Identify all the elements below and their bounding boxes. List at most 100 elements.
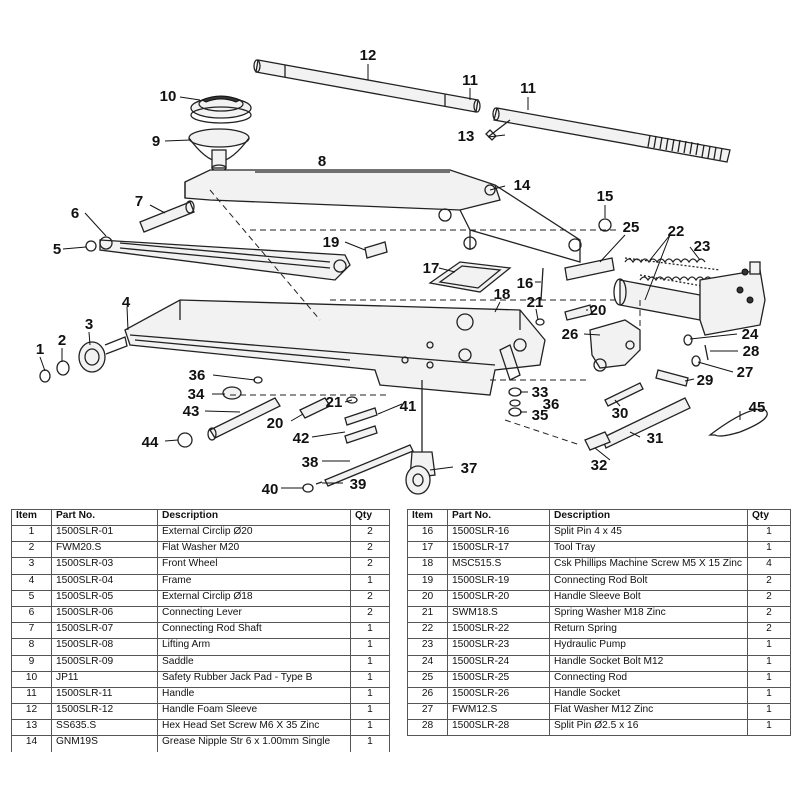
cell-part-no: 1500SLR-19 xyxy=(447,573,550,591)
cell-description: External Circlip Ø20 xyxy=(157,524,351,543)
cell-part-no: SWM18.S xyxy=(447,605,550,624)
cell-part-no: 1500SLR-26 xyxy=(447,686,550,705)
cell-description: Handle xyxy=(157,686,351,705)
callout-43: 43 xyxy=(183,403,200,420)
cell-item: 26 xyxy=(407,686,448,705)
cell-description: Grease Nipple Str 6 x 1.00mm Single xyxy=(157,735,351,753)
cell-qty: 2 xyxy=(747,589,791,607)
cell-qty: 1 xyxy=(350,719,390,737)
callout-11a: 11 xyxy=(462,72,478,89)
cell-qty: 1 xyxy=(350,703,390,721)
cell-description: Front Wheel xyxy=(157,557,351,575)
cell-part-no: 1500SLR-20 xyxy=(447,589,550,607)
cell-part-no: 1500SLR-04 xyxy=(51,573,158,591)
cell-item: 4 xyxy=(11,573,52,591)
table-header: Item Part No. Description Qty xyxy=(407,509,791,526)
callout-15: 15 xyxy=(597,188,614,205)
tool-tray xyxy=(428,261,512,293)
cell-part-no: 1500SLR-06 xyxy=(51,605,158,624)
callout-6: 6 xyxy=(71,205,79,222)
cell-qty: 1 xyxy=(350,622,390,640)
callout-labels: 12 11 11 10 9 13 8 14 15 7 6 5 19 25 22 … xyxy=(36,47,766,498)
cell-qty: 1 xyxy=(747,703,791,721)
callout-39: 39 xyxy=(350,476,367,493)
cell-description: Hex Head Set Screw M6 X 35 Zinc xyxy=(157,719,351,737)
cell-qty: 2 xyxy=(350,541,390,559)
cell-description: Lifting Arm xyxy=(157,638,351,656)
cell-item: 17 xyxy=(407,541,448,559)
cell-description: Hydraulic Pump xyxy=(549,638,748,656)
cell-description: Handle Sleeve Bolt xyxy=(549,589,748,607)
callout-42: 42 xyxy=(293,430,310,447)
cell-part-no: 1500SLR-09 xyxy=(51,654,158,672)
cell-description: Split Pin Ø2.5 x 16 xyxy=(549,719,748,737)
cell-description: Handle Socket xyxy=(549,686,748,705)
cell-part-no: 1500SLR-12 xyxy=(51,703,158,721)
cell-part-no: 1500SLR-03 xyxy=(51,557,158,575)
caster-wheel xyxy=(405,380,436,495)
callout-28: 28 xyxy=(743,343,760,360)
cell-part-no: 1500SLR-07 xyxy=(51,622,158,640)
cell-item: 2 xyxy=(11,541,52,559)
cell-item: 12 xyxy=(11,703,52,721)
header-qty: Qty xyxy=(350,509,390,526)
cell-qty: 1 xyxy=(747,541,791,559)
cell-qty: 2 xyxy=(747,605,791,624)
exploded-diagram: 12 11 11 10 9 13 8 14 15 7 6 5 19 25 22 … xyxy=(36,47,768,498)
cell-description: Frame xyxy=(157,573,351,591)
cell-item: 6 xyxy=(11,605,52,624)
callout-3: 3 xyxy=(85,316,93,333)
callout-7: 7 xyxy=(135,193,143,210)
cell-item: 27 xyxy=(407,703,448,721)
callout-23: 23 xyxy=(694,238,711,255)
callout-34: 34 xyxy=(188,386,205,403)
callout-24: 24 xyxy=(742,326,759,343)
cell-description: Csk Phillips Machine Screw M5 X 15 Zinc xyxy=(549,557,748,575)
front-wheel xyxy=(39,336,128,383)
callout-38: 38 xyxy=(302,454,319,471)
cell-description: Handle Socket Bolt M12 xyxy=(549,654,748,672)
cell-item: 13 xyxy=(11,719,52,737)
cell-qty: 2 xyxy=(350,524,390,543)
cell-qty: 1 xyxy=(747,719,791,737)
header-description: Description xyxy=(549,509,748,526)
callout-20b: 20 xyxy=(267,415,284,432)
cell-qty: 1 xyxy=(747,686,791,705)
cell-item: 28 xyxy=(407,719,448,737)
cell-description: Safety Rubber Jack Pad - Type B xyxy=(157,670,351,688)
cell-part-no: 1500SLR-16 xyxy=(447,524,550,543)
header-part-no: Part No. xyxy=(51,509,158,526)
cell-part-no: SS635.S xyxy=(51,719,158,737)
cell-item: 1 xyxy=(11,524,52,543)
cell-part-no: MSC515.S xyxy=(447,557,550,575)
cell-part-no: FWM12.S xyxy=(447,703,550,721)
callout-40: 40 xyxy=(262,481,279,498)
callout-21a: 21 xyxy=(527,294,544,311)
callout-32: 32 xyxy=(591,457,608,474)
hydraulic-pump xyxy=(613,261,766,336)
cell-qty: 1 xyxy=(350,638,390,656)
callout-41: 41 xyxy=(400,398,417,415)
cell-part-no: GNM19S xyxy=(51,735,158,753)
cell-part-no: 1500SLR-11 xyxy=(51,686,158,705)
callout-18: 18 xyxy=(494,286,511,303)
callout-35: 35 xyxy=(532,407,549,424)
cell-qty: 4 xyxy=(747,557,791,575)
cell-description: Spring Washer M18 Zinc xyxy=(549,605,748,624)
cell-part-no: 1500SLR-08 xyxy=(51,638,158,656)
cell-description: Saddle xyxy=(157,654,351,672)
cell-item: 10 xyxy=(11,670,52,688)
